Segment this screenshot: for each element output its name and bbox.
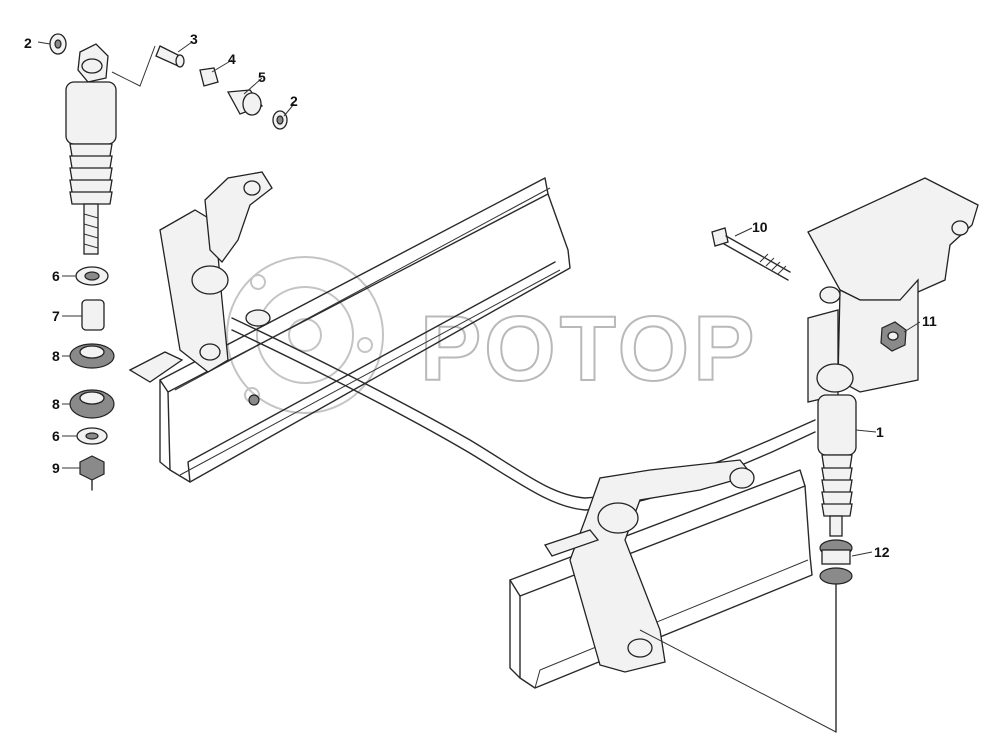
center-bracket [544, 459, 755, 673]
callout-labels: 2 3 4 5 2 6 7 8 8 6 9 10 11 1 12 [24, 31, 937, 560]
bushing-8-upper [69, 343, 115, 369]
callout-9: 9 [52, 460, 60, 476]
frame-rail [159, 177, 571, 483]
callout-6: 6 [52, 268, 60, 284]
callout-6b: 6 [52, 428, 60, 444]
callout-10: 10 [752, 219, 768, 235]
bushing-5 [226, 89, 264, 116]
nut-9 [79, 455, 105, 491]
washer-2-left [49, 33, 67, 55]
callout-12: 12 [874, 544, 890, 560]
nut-11 [880, 321, 907, 352]
right-bracket [807, 177, 979, 403]
leader-lines [37, 41, 921, 557]
shock-absorber-1 [816, 363, 857, 537]
callout-4: 4 [228, 51, 236, 67]
callout-2b: 2 [290, 93, 298, 109]
callout-8: 8 [52, 348, 60, 364]
left-bracket [128, 171, 273, 406]
washer-6-lower [76, 427, 108, 445]
bushing-4 [199, 67, 219, 87]
bolt-10 [711, 227, 791, 281]
callout-7: 7 [52, 308, 60, 324]
callout-8b: 8 [52, 396, 60, 412]
bushing-12 [819, 539, 853, 733]
assembly-line-top [111, 45, 156, 87]
sleeve-7 [81, 299, 105, 331]
watermark-text: РОТОР [420, 298, 759, 400]
callout-1: 1 [876, 424, 884, 440]
callout-11: 11 [922, 313, 937, 329]
washer-2-right [272, 110, 288, 130]
frame-rail-lower [509, 469, 813, 689]
bushing-8-lower [69, 389, 115, 419]
callout-3: 3 [190, 31, 198, 47]
callout-5: 5 [258, 69, 266, 85]
assembly-line-bottom [639, 629, 837, 733]
pin-3 [155, 45, 185, 68]
watermark-logo [226, 256, 384, 414]
shock-absorber-left [65, 43, 117, 255]
washer-6-upper [75, 266, 109, 286]
callout-2: 2 [24, 35, 32, 51]
